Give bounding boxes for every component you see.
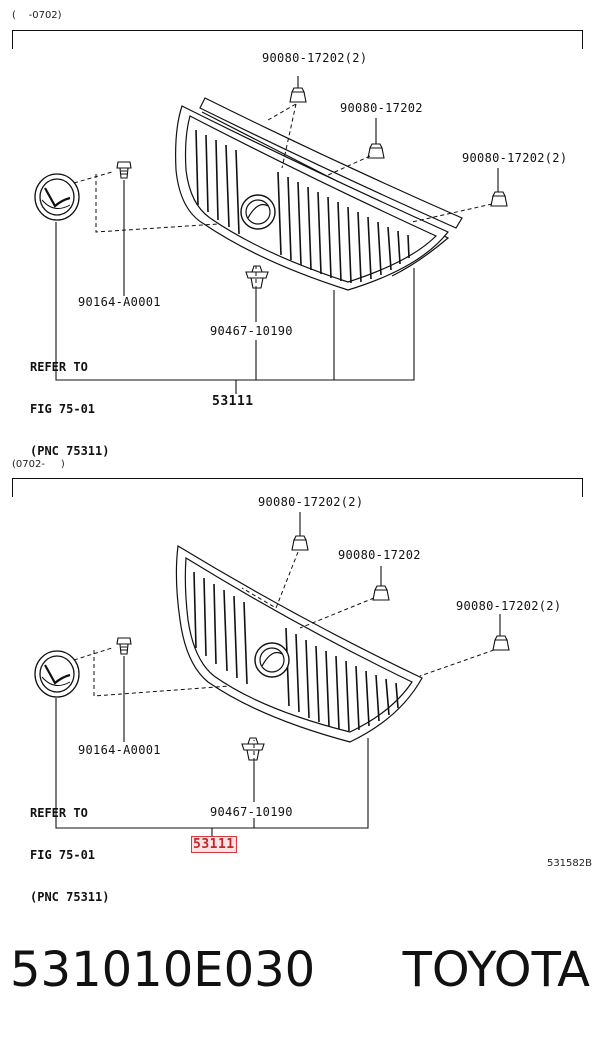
screw-part-label: 90164-A0001	[78, 295, 161, 309]
parts-diagram	[34, 512, 510, 840]
refer-line: REFER TO	[30, 360, 88, 374]
screw-icon	[116, 161, 132, 179]
clip-fastener-icon	[492, 635, 510, 651]
parts-diagram	[34, 76, 508, 394]
clip-fastener-icon	[291, 535, 309, 551]
clip-fastener-icon	[367, 143, 385, 159]
refer-line: (PNC 75311)	[30, 444, 110, 458]
diagram-frame	[12, 478, 583, 497]
refer-note: REFER TO FIG 75-01 (PNC 75311)	[30, 332, 109, 486]
radiator-grille-icon	[175, 97, 463, 291]
refer-line: FIG 75-01	[30, 848, 96, 862]
lexus-emblem-icon	[34, 173, 80, 221]
clip-part-label: 90080-17202	[338, 548, 421, 562]
retainer-part-label: 90467-10190	[210, 805, 293, 819]
refer-line: FIG 75-01	[30, 402, 96, 416]
diagram-frame	[12, 30, 583, 49]
refer-line: REFER TO	[30, 806, 88, 820]
diagram-panel-late: (0702- )	[0, 450, 600, 904]
refer-line: (PNC 75311)	[30, 890, 110, 904]
figure-code: 531582B	[546, 858, 592, 869]
assembly-part-number-highlighted[interactable]: 53111	[191, 836, 237, 853]
lexus-emblem-icon	[34, 650, 80, 698]
footer-caption: 531010E030 TOYOTA	[10, 935, 590, 1005]
radiator-grille-icon	[175, 545, 423, 743]
clip-part-label: 90080-17202(2)	[258, 495, 364, 509]
assembly-part-number: 53111	[212, 394, 254, 409]
clip-part-label: 90080-17202(2)	[456, 599, 562, 613]
clip-fastener-icon	[372, 585, 390, 601]
part-number: 531010E030	[10, 942, 316, 998]
diagram-panel-early: ( -0702)	[0, 0, 600, 458]
clip-fastener-icon	[289, 87, 307, 103]
screw-part-label: 90164-A0001	[78, 743, 161, 757]
push-retainer-icon	[245, 265, 269, 289]
brand-name: TOYOTA	[402, 942, 590, 998]
push-retainer-icon	[241, 737, 265, 761]
clip-fastener-icon	[490, 191, 508, 207]
production-range-label: (0702- )	[12, 459, 65, 470]
screw-icon	[116, 637, 132, 655]
production-range-label: ( -0702)	[12, 10, 62, 21]
refer-note: REFER TO FIG 75-01 (PNC 75311)	[30, 778, 109, 932]
retainer-part-label: 90467-10190	[210, 324, 293, 338]
clip-part-label: 90080-17202(2)	[462, 151, 568, 165]
clip-part-label: 90080-17202(2)	[262, 51, 368, 65]
clip-part-label: 90080-17202	[340, 101, 423, 115]
